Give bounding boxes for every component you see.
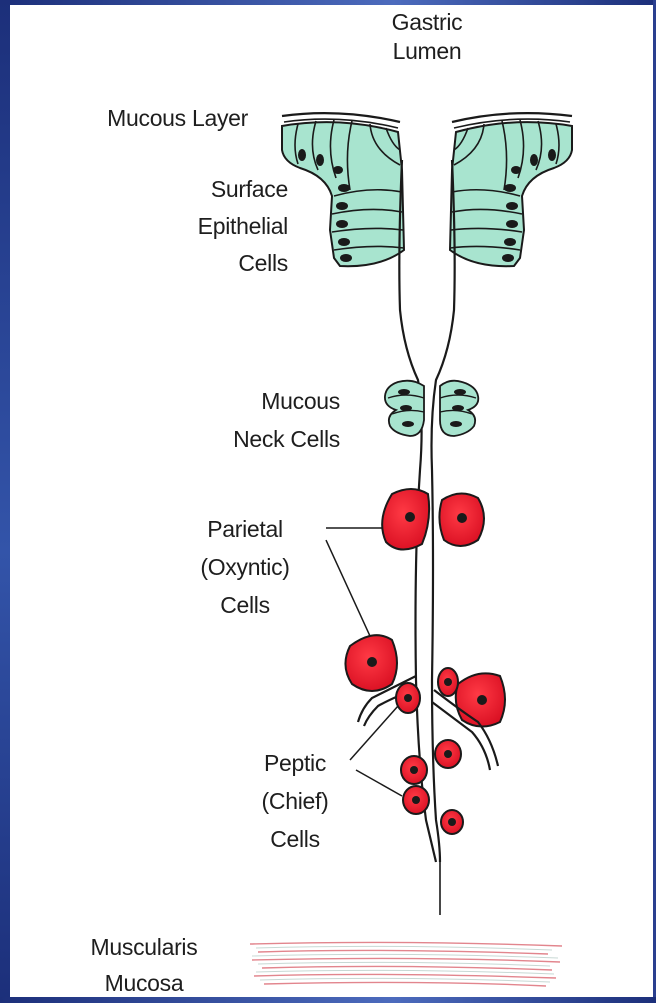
label-peptic-line1: Peptic xyxy=(240,744,350,782)
label-parietal-line1: Parietal xyxy=(180,510,310,548)
parietal-cell-upper-right xyxy=(439,493,484,546)
label-peptic-line2: (Chief) xyxy=(240,782,350,820)
label-gastric-lumen-line1: Gastric xyxy=(372,8,482,37)
label-mucous-neck-line1: Mucous xyxy=(190,382,340,420)
label-mucous-layer-line1: Mucous Layer xyxy=(50,104,248,133)
label-mucous-layer: Mucous Layer xyxy=(50,104,248,133)
label-parietal-cells: Parietal (Oxyntic) Cells xyxy=(180,510,310,624)
label-gastric-lumen: Gastric Lumen xyxy=(372,8,482,66)
peptic-cells xyxy=(396,668,463,834)
label-gastric-lumen-line2: Lumen xyxy=(372,37,482,66)
label-muscularis-mucosa: Muscularis Mucosa xyxy=(60,929,228,1001)
label-muscularis-line1: Muscularis xyxy=(60,929,228,965)
label-surface-line3: Cells xyxy=(150,245,288,282)
label-mucous-neck-line2: Neck Cells xyxy=(190,420,340,458)
label-mucous-neck-cells: Mucous Neck Cells xyxy=(190,382,340,458)
label-peptic-line3: Cells xyxy=(240,820,350,858)
parietal-cell-upper-left xyxy=(382,489,429,550)
parietal-cell-lower-left xyxy=(345,635,397,691)
label-muscularis-line2: Mucosa xyxy=(60,965,228,1001)
label-surface-line2: Epithelial xyxy=(150,208,288,245)
label-surface-epithelial-cells: Surface Epithelial Cells xyxy=(150,171,288,282)
parietal-cell-lower-right xyxy=(456,673,505,726)
label-parietal-line3: Cells xyxy=(180,586,310,624)
label-parietal-line2: (Oxyntic) xyxy=(180,548,310,586)
label-surface-line1: Surface xyxy=(150,171,288,208)
label-peptic-cells: Peptic (Chief) Cells xyxy=(240,744,350,858)
